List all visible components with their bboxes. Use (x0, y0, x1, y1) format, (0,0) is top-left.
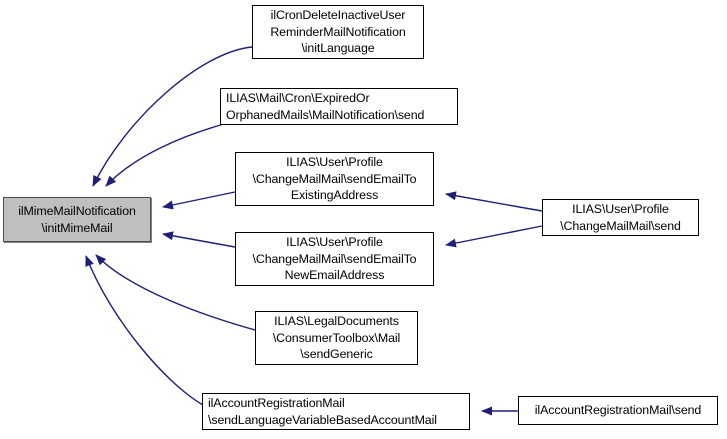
node-ilaccountregistrationmail-send[interactable]: ilAccountRegistrationMail\send (518, 396, 718, 425)
node-line: NewEmailAddress (284, 268, 385, 283)
node-line: ilAccountRegistrationMail\send (534, 403, 702, 418)
node-line: ILIAS\User\Profile (286, 155, 383, 170)
node-line: \initMimeMail (41, 220, 113, 235)
node-line: ilMimeMailNotification (18, 204, 136, 219)
edge-legal-docs-to-center (95, 254, 256, 331)
node-line: \sendGeneric (300, 347, 373, 362)
edge-expired-orphaned-to-center (105, 123, 225, 187)
node-line: \ChangeMailMail\send (560, 218, 681, 233)
node-ilaccountregistrationmail-sendlanguagevariablebasedaccountmail[interactable]: ilAccountRegistrationMail \sendLanguageV… (202, 393, 470, 430)
node-ilias-user-profile-changemailmail-send[interactable]: ILIAS\User\Profile \ChangeMailMail\send (542, 199, 699, 236)
node-ilcrondeleteinactiveuserremindermailnotification-initlanguage[interactable]: ilCronDeleteInactiveUser ReminderMailNot… (252, 5, 424, 59)
node-line: ILIAS\LegalDocuments (274, 314, 399, 329)
edge-send-existing-to-center (162, 191, 236, 210)
node-ilias-mail-cron-expiredororphanedmails-mailnotification-send[interactable]: ILIAS\Mail\Cron\ExpiredOr OrphanedMails\… (220, 88, 458, 125)
node-line: \initLanguage (301, 41, 375, 56)
node-ilmimemailnotification-initmimemail[interactable]: ilMimeMailNotification \initMimeMail (3, 197, 151, 242)
edge-send-new-to-center (162, 231, 236, 248)
edge-change-mail-send-to-send-existing (445, 191, 543, 212)
node-line: \ConsumerToolbox\Mail (272, 330, 401, 345)
node-line: OrphanedMails\MailNotification\send (226, 107, 425, 122)
node-line: ILIAS\User\Profile (286, 235, 383, 250)
edge-change-mail-send-to-send-new (445, 225, 543, 248)
node-line: \sendLanguageVariableBasedAccountMail (208, 412, 437, 427)
edge-account-reg-mail-to-center (85, 255, 204, 406)
node-line: \ChangeMailMail\sendEmailTo (252, 171, 417, 186)
node-line: ILIAS\Mail\Cron\ExpiredOr (226, 91, 370, 106)
edge-cron-delete-to-center (92, 46, 253, 187)
node-line: ILIAS\User\Profile (572, 202, 669, 217)
node-line: ReminderMailNotification (270, 24, 406, 39)
node-ilias-legaldocuments-consumertoolbox-mail-sendgeneric[interactable]: ILIAS\LegalDocuments \ConsumerToolbox\Ma… (255, 311, 418, 365)
node-ilias-user-profile-changemailmail-sendemailtoexistingaddress[interactable]: ILIAS\User\Profile \ChangeMailMail\sendE… (235, 152, 434, 206)
node-line: ilCronDeleteInactiveUser (270, 8, 406, 23)
node-line: \ChangeMailMail\sendEmailTo (252, 251, 417, 266)
node-line: ExistingAddress (290, 188, 379, 203)
node-ilias-user-profile-changemailmail-sendemailtonewemailaddress[interactable]: ILIAS\User\Profile \ChangeMailMail\sendE… (235, 232, 434, 286)
node-line: ilAccountRegistrationMail (208, 396, 345, 411)
